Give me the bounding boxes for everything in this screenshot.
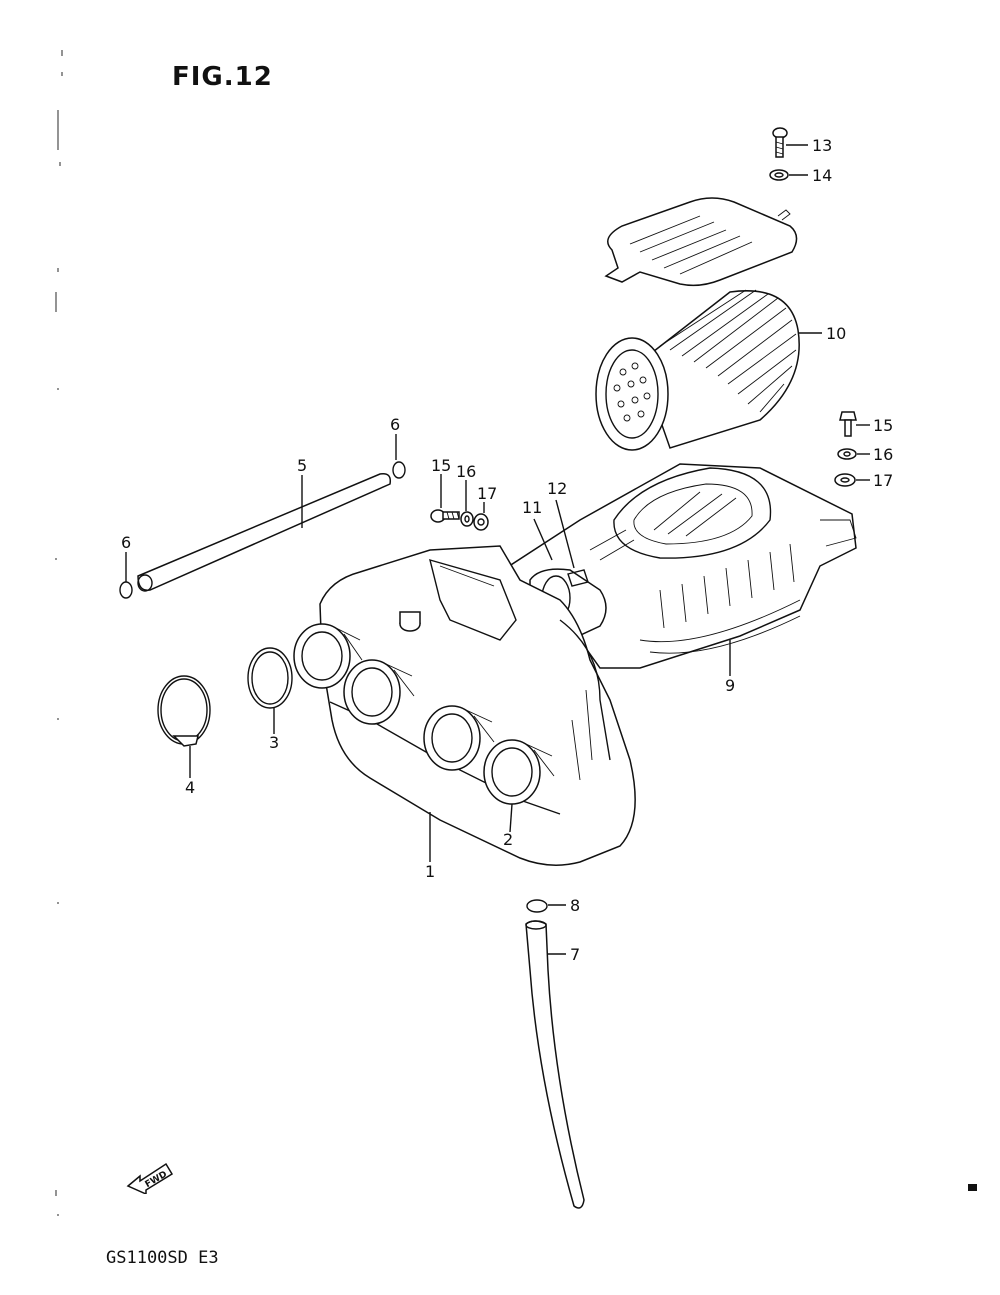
drain-hose-part-7: [525, 920, 585, 1209]
washer-part-16-right: [837, 448, 870, 460]
model-code: GS1100SD E3: [106, 1248, 219, 1268]
washer-part-16-center: [460, 480, 474, 527]
callout-16-right: 16: [873, 445, 893, 464]
callout-6-left: 6: [121, 533, 131, 552]
callout-8: 8: [570, 896, 580, 915]
air-filter-element-part-10: [595, 289, 822, 451]
callout-4: 4: [185, 778, 195, 797]
callout-10: 10: [826, 324, 846, 343]
callout-14: 14: [812, 166, 832, 185]
clip-part-6-left: [119, 552, 133, 599]
figure-title: FIG.12: [172, 62, 273, 92]
bolt-part-15-center: [430, 474, 460, 523]
clamp-part-12: [555, 499, 589, 587]
scan-specks: [55, 50, 63, 1216]
filter-cover-plate: [604, 197, 798, 287]
callout-labels: 1 2 3 4 5 6 6 7 8 9 10 11 12 13 14 15 16…: [121, 136, 893, 964]
o-ring-part-3: [247, 647, 293, 734]
hose-clamp-part-4: [157, 675, 211, 778]
screw-part-13: [772, 127, 808, 158]
callout-16-center: 16: [456, 462, 476, 481]
callout-13: 13: [812, 136, 832, 155]
callout-5: 5: [297, 456, 307, 475]
clip-part-8: [526, 899, 566, 913]
callout-15-right: 15: [873, 416, 893, 435]
bolt-part-15-right: [839, 411, 870, 437]
callout-11: 11: [522, 498, 542, 517]
callout-6-right: 6: [390, 415, 400, 434]
callout-7: 7: [570, 945, 580, 964]
callout-9: 9: [725, 676, 735, 695]
callout-17-center: 17: [477, 484, 497, 503]
page-edge-mark: [968, 1184, 977, 1191]
air-cleaner-case-part-1: [319, 545, 636, 866]
intake-pipe-part-2: [293, 623, 555, 833]
breather-tube-part-5: [137, 472, 392, 592]
callout-15-center: 15: [431, 456, 451, 475]
washer-part-17-right: [834, 473, 870, 487]
callout-2: 2: [503, 830, 513, 849]
fwd-arrow-icon: FWD: [126, 1162, 174, 1194]
callout-3: 3: [269, 733, 279, 752]
clip-part-6-right: [392, 434, 406, 479]
washer-part-14: [769, 169, 808, 181]
washer-part-17-center: [473, 502, 489, 531]
callout-12: 12: [547, 479, 567, 498]
callout-1: 1: [425, 862, 435, 881]
callout-17-right: 17: [873, 471, 893, 490]
